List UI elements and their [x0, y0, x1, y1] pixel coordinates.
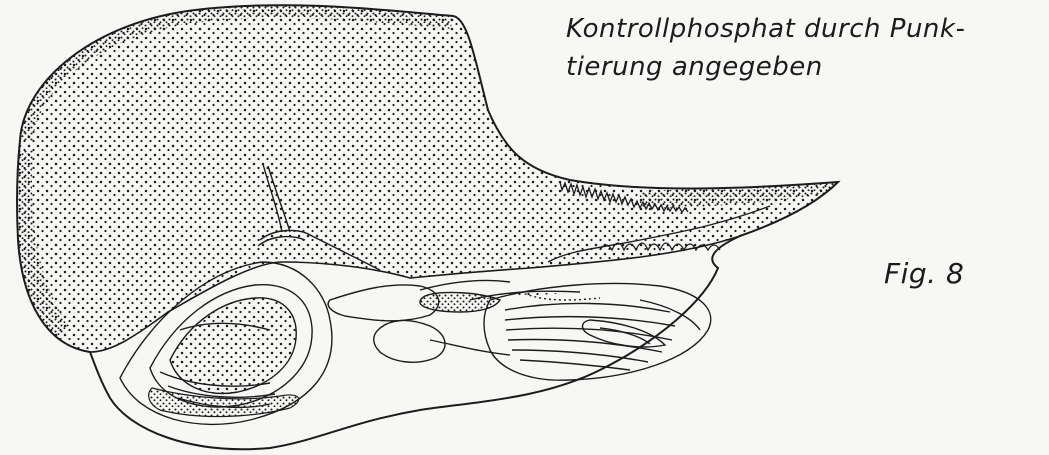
figure-label: Fig. 8 [884, 257, 964, 290]
caption-line-2: tierung angegeben [566, 52, 823, 82]
caption-line-1: Kontrollphosphat durch Punk- [566, 14, 965, 44]
